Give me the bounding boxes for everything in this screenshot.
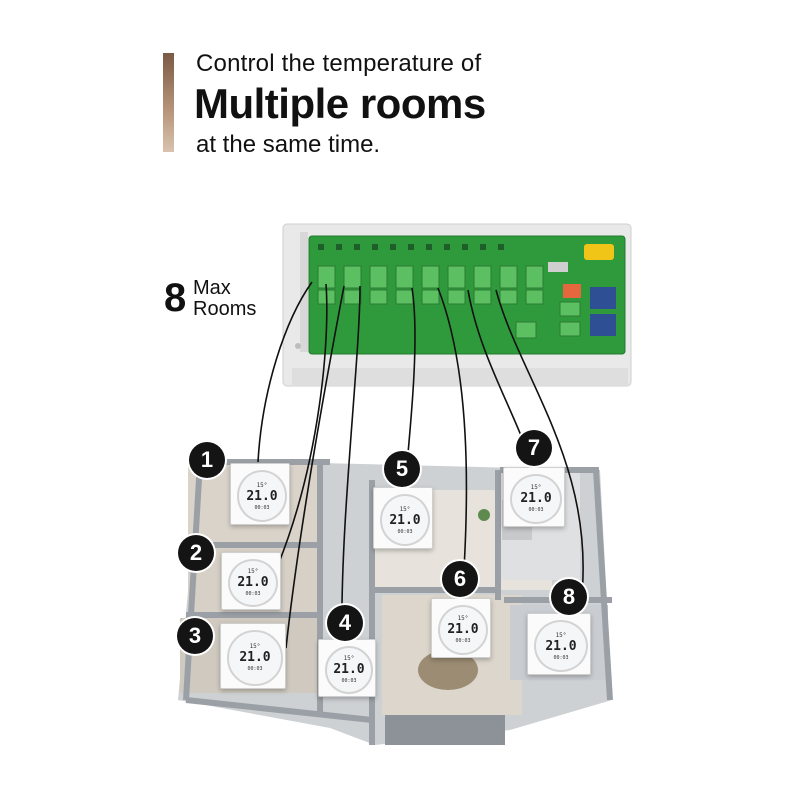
thermostat-room-4: 15° 21.0 00:03 xyxy=(318,639,376,697)
wiring xyxy=(257,281,584,649)
room-badge-4: 4 xyxy=(327,605,363,641)
room-badge-5: 5 xyxy=(384,451,420,487)
thermostat-room-1: 15° 21.0 00:03 xyxy=(230,463,290,525)
time-text: 00:03 xyxy=(247,666,263,673)
room-badge-6: 6 xyxy=(442,561,478,597)
max-rooms-label: Max Rooms xyxy=(193,278,256,320)
time-text: 00:03 xyxy=(397,528,413,535)
thermostat-display: 15° 21.0 00:03 xyxy=(236,470,288,522)
thermostat-display: 15° 21.0 00:03 xyxy=(227,630,283,686)
setpoint-text: 15° xyxy=(530,484,542,492)
thermostat-display: 15° 21.0 00:03 xyxy=(324,645,374,695)
setpoint-text: 15° xyxy=(399,505,411,513)
time-text: 00:03 xyxy=(254,504,270,511)
max-rooms-word-rooms: Rooms xyxy=(193,298,257,320)
time-text: 00:03 xyxy=(455,638,471,645)
setpoint-text: 15° xyxy=(457,615,469,623)
room-badge-3: 3 xyxy=(177,618,213,654)
room-badge-1: 1 xyxy=(189,442,225,478)
max-rooms-number: 8 xyxy=(164,276,187,320)
thermostat-display: 15° 21.0 00:03 xyxy=(437,604,489,656)
headline-title: Multiple rooms xyxy=(194,80,486,127)
thermostat-display: 15° 21.0 00:03 xyxy=(534,620,588,672)
thermostat-room-6: 15° 21.0 00:03 xyxy=(431,598,491,658)
temperature-text: 21.0 xyxy=(447,622,479,638)
thermostat-display: 15° 21.0 00:03 xyxy=(379,494,431,546)
thermostat-room-7: 15° 21.0 00:03 xyxy=(503,467,565,527)
thermostat-room-5: 15° 21.0 00:03 xyxy=(373,487,433,549)
temperature-text: 21.0 xyxy=(389,512,421,528)
temperature-text: 21.0 xyxy=(545,638,577,654)
temperature-text: 21.0 xyxy=(237,575,269,591)
room-badge-8: 8 xyxy=(551,579,587,615)
temperature-text: 21.0 xyxy=(239,650,271,666)
temperature-text: 21.0 xyxy=(333,662,365,678)
time-text: 00:03 xyxy=(528,507,544,514)
max-rooms-word-max: Max xyxy=(193,277,231,299)
headline-line-1: Control the temperature of xyxy=(196,50,482,77)
time-text: 00:03 xyxy=(553,654,569,661)
time-text: 00:03 xyxy=(341,678,357,685)
thermostat-display: 15° 21.0 00:03 xyxy=(510,473,562,525)
controller-pcb xyxy=(308,235,626,355)
temperature-text: 21.0 xyxy=(520,491,552,507)
thermostat-display: 15° 21.0 00:03 xyxy=(227,558,279,608)
accent-bar xyxy=(163,53,174,152)
headline-line-3: at the same time. xyxy=(196,131,381,158)
thermostat-room-3: 15° 21.0 00:03 xyxy=(220,623,286,689)
thermostat-room-8: 15° 21.0 00:03 xyxy=(527,613,591,675)
setpoint-text: 15° xyxy=(343,655,355,663)
room-badge-7: 7 xyxy=(516,430,552,466)
time-text: 00:03 xyxy=(245,591,261,598)
setpoint-text: 15° xyxy=(555,631,567,639)
setpoint-text: 15° xyxy=(247,568,259,576)
setpoint-text: 15° xyxy=(249,643,261,651)
setpoint-text: 15° xyxy=(256,481,268,489)
thermostat-room-2: 15° 21.0 00:03 xyxy=(221,552,281,610)
temperature-text: 21.0 xyxy=(246,488,278,504)
room-badge-2: 2 xyxy=(178,535,214,571)
